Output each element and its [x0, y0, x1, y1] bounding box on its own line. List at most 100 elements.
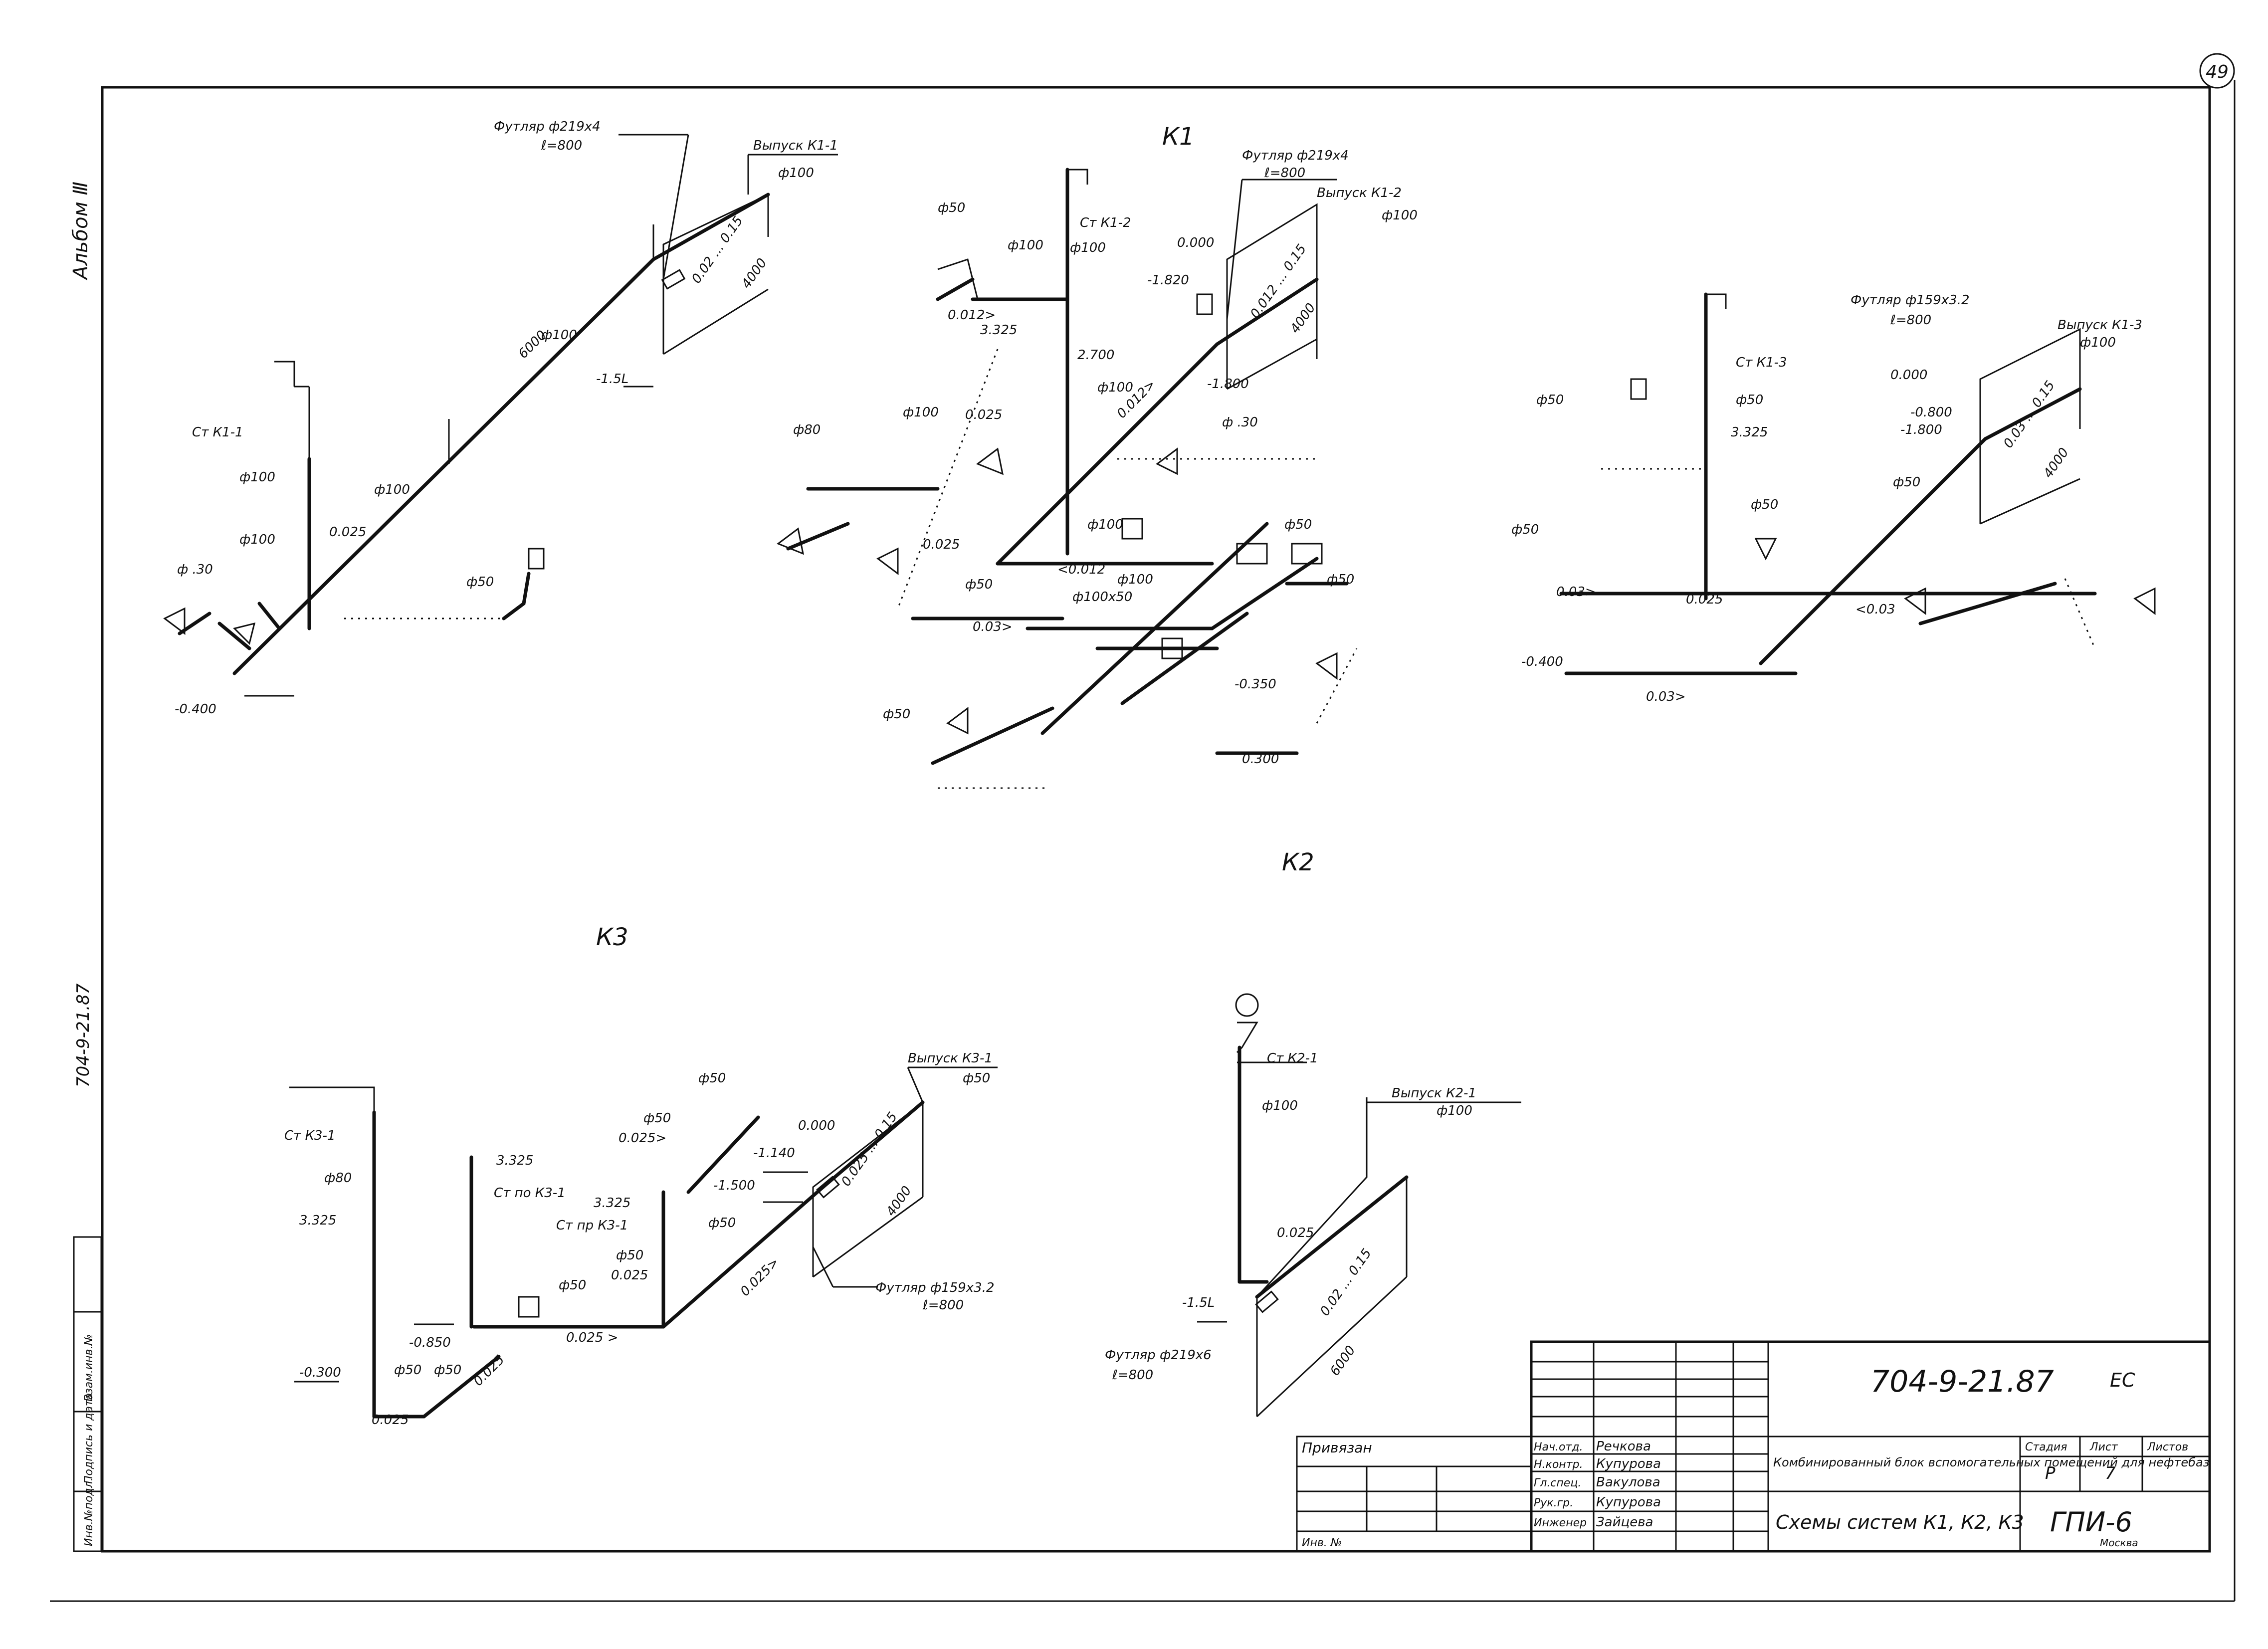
k1l-outlet-len: 4000 — [739, 256, 770, 291]
k1r-slope-range: 0.03 ... 0.15 — [2001, 378, 2058, 451]
k1c-slope-f: 0.03> — [973, 619, 1013, 634]
system-k3-label: К3 — [596, 923, 628, 951]
k3-case-len: ℓ=800 — [922, 1298, 964, 1313]
k1l-d100-diag: ф100 — [541, 328, 577, 343]
tb-sheet-header: Лист — [2089, 1441, 2118, 1453]
k1l-elev: -0.400 — [175, 702, 216, 717]
tb-name-2: Вакулова — [1596, 1475, 1660, 1490]
album-label: Альбом Ⅲ — [69, 182, 92, 281]
k1r-el1800: -1.800 — [1900, 422, 1942, 437]
page-number-badge: 49 — [2199, 53, 2235, 89]
k3-slope-d: 0.025 — [372, 1413, 409, 1428]
k1r-outlet-len: 4000 — [2041, 445, 2072, 481]
k1-center-scheme: Ст К1-2 ф50 ф100 ф100 0.000 -1.820 3.325… — [776, 148, 1418, 789]
k3-d50-b2: ф50 — [394, 1363, 421, 1378]
k3-outlet-len: 4000 — [883, 1184, 915, 1219]
tb-role-0: Нач.отд. — [1534, 1441, 1583, 1453]
k1r-case: Футляр ф159х3.2 — [1851, 293, 1970, 308]
tb-role-1: Н.контр. — [1534, 1458, 1583, 1471]
album-code-label: 704-9-21.87 — [73, 983, 93, 1087]
k3-riser1: Ст К3-1 — [284, 1128, 336, 1143]
tb-code: 704-9-21.87 — [1870, 1364, 2054, 1399]
k2-scheme: Ст К2-1 ф100 0.025 -1.5L Футляр ф219х6 ℓ… — [1105, 993, 1521, 1418]
k3-slope-e: 0.025 > — [566, 1330, 618, 1345]
tb-sheets-header: Листов — [2147, 1441, 2188, 1453]
k3-d50a: ф50 — [698, 1071, 726, 1086]
k2-slope-range: 0.02 ... 0.15 — [1317, 1246, 1375, 1319]
k1r-outlet-d: ф100 — [2080, 335, 2116, 350]
k1c-slope-a: 0.012> — [948, 308, 996, 323]
k1-right-scheme: Ст К1-3 ф50 ф50 3.325 0.000 -0.800 -1.80… — [1511, 292, 2156, 704]
k1c-d50a: ф50 — [938, 201, 965, 215]
k1c-outlet-d: ф100 — [1382, 208, 1418, 223]
k1r-el400: -0.400 — [1521, 654, 1563, 669]
title-block: 704-9-21.87 ЕС Привязан Инв. № Нач.отд. … — [1296, 1340, 2211, 1553]
tb-role-3: Рук.гр. — [1534, 1497, 1573, 1509]
k1l-depth: -1.5L — [596, 372, 628, 387]
k1l-d100b: ф100 — [239, 532, 275, 547]
k1c-d80: ф80 — [793, 422, 821, 437]
k3-slope-range: 0.025 ... 0.15 — [838, 1110, 900, 1189]
k3-slope-f: 0.025 — [471, 1352, 508, 1389]
k1r-el800: -0.800 — [1910, 405, 1952, 420]
stamp-sign: Подпись и дата — [83, 1393, 95, 1484]
k2-d100: ф100 — [1262, 1098, 1298, 1113]
k1c-slope-d: <0.012 — [1057, 562, 1105, 577]
k1r-outlet: Выпуск К1-3 — [2058, 318, 2142, 333]
k1l-case-len: ℓ=800 — [541, 138, 582, 153]
k1l-outlet-d: ф100 — [778, 166, 814, 181]
k1r-d50e: ф50 — [1751, 497, 1778, 512]
k1c-el0: 0.000 — [1177, 235, 1214, 250]
tb-binding: Привязан — [1302, 1440, 1372, 1456]
stamp-inv: Инв.№подл. — [83, 1477, 95, 1546]
k1l-case: Футляр ф219х4 — [494, 119, 601, 134]
k1c-d50d: ф50 — [1327, 572, 1354, 587]
tb-sheet-title: Схемы систем К1, К2, К3 — [1776, 1511, 2024, 1533]
k1c-d100b: ф100 — [1070, 240, 1106, 255]
tb-sheet: 7 — [2105, 1463, 2116, 1483]
k3-scheme: Ст К3-1 ф80 3.325 3.325 Ст по К3-1 3.325… — [284, 1051, 998, 1428]
k3-outlet-d: ф50 — [963, 1071, 990, 1086]
k1-left-scheme: Ст К1-1 ф100 ф100 ф100 ф .30 0.025 ф50 -… — [163, 119, 838, 717]
k1l-slope: 0.025 — [329, 525, 366, 540]
k1c-d50c: ф50 — [1284, 517, 1312, 532]
k1r-riser: Ст К1-3 — [1736, 355, 1787, 370]
k2-outlet-d: ф100 — [1437, 1103, 1472, 1118]
k1c-slope-e: 0.025 — [923, 537, 960, 552]
k1c-el2700: 2.700 — [1077, 348, 1114, 363]
tb-name-0: Речкова — [1596, 1439, 1651, 1454]
k3-riser3: Ст пр К3-1 — [556, 1218, 628, 1233]
k1r-d50b: ф50 — [1736, 393, 1763, 408]
k3-outlet: Выпуск К3-1 — [908, 1051, 993, 1066]
tb-city: Москва — [2100, 1537, 2138, 1549]
tb-suffix: ЕС — [2110, 1369, 2135, 1391]
k1c-d30: ф .30 — [1222, 415, 1258, 430]
k2-outlet-len: 6000 — [1327, 1343, 1359, 1379]
k2-case: Футляр ф219х6 — [1105, 1348, 1212, 1363]
k1c-d100a: ф100 — [1008, 238, 1043, 253]
k1c-d100f: ф100 — [1117, 572, 1153, 587]
k1l-outlet: Выпуск К1-1 — [753, 138, 838, 153]
k3-slope-a: 0.025> — [619, 1131, 666, 1146]
k2-case-len: ℓ=800 — [1112, 1368, 1153, 1383]
k1l-d50: ф50 — [466, 575, 494, 590]
k1c-d50b: ф50 — [965, 577, 993, 592]
k1r-d50c: ф50 — [1893, 475, 1920, 490]
k1r-case-len: ℓ=800 — [1890, 313, 1931, 328]
k3-d50-b3: ф50 — [434, 1363, 461, 1378]
k1c-case: Футляр ф219х4 — [1242, 148, 1349, 163]
k3-d50c: ф50 — [708, 1216, 736, 1231]
tb-name-3: Купурова — [1596, 1495, 1661, 1510]
k1r-d50a: ф50 — [1536, 393, 1564, 408]
k1r-el3325: 3.325 — [1731, 425, 1768, 440]
k1c-el1800: -1.800 — [1207, 377, 1249, 392]
k1c-outlet: Выпуск К1-2 — [1317, 186, 1402, 201]
k3-d50e: ф50 — [559, 1278, 586, 1293]
tb-name-1: Купурова — [1596, 1456, 1661, 1471]
k1c-d100d: ф100 — [1097, 380, 1133, 395]
k3-el1140: -1.140 — [753, 1146, 795, 1161]
k3-slope-b: 0.025 — [611, 1268, 648, 1283]
tb-org: ГПИ-6 — [2050, 1506, 2132, 1538]
k2-slope: 0.025 — [1277, 1226, 1314, 1240]
